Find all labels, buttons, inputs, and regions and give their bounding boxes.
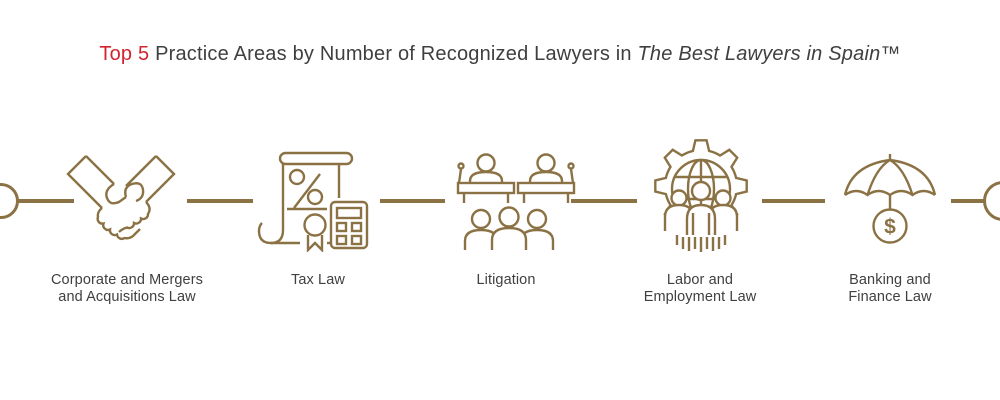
practice-area-label: Litigation — [476, 272, 536, 288]
page-title: Top 5 Practice Areas by Number of Recogn… — [0, 42, 1000, 66]
title-trademark: ™ — [880, 43, 901, 65]
banking-umbrella-dollar-icon: $ — [843, 154, 937, 244]
practice-area-label: Tax Law — [291, 272, 345, 288]
timeline-line-segment — [571, 199, 637, 203]
dollar-sign-glyph: $ — [884, 216, 896, 239]
timeline-end-circle-left — [0, 182, 19, 219]
labor-gear-globe-icon — [654, 139, 748, 252]
timeline-line-segment — [380, 199, 445, 203]
practice-area-label: Banking and Finance Law — [848, 272, 932, 305]
handshake-icon — [66, 155, 176, 241]
title-main: Practice Areas by Number of Recognized L… — [149, 43, 638, 65]
tax-scroll-calculator-icon — [257, 151, 369, 252]
practice-area-label: Corporate and Mergers and Acquisitions L… — [50, 272, 203, 305]
title-highlight: Top 5 — [99, 43, 150, 65]
timeline-line-segment — [762, 199, 825, 203]
timeline-line-segment — [951, 199, 986, 203]
timeline-line-segment — [18, 199, 74, 203]
litigation-podiums-icon — [456, 153, 576, 250]
practice-area-label: Labor and Employment Law — [643, 272, 757, 305]
timeline-line-segment — [187, 199, 253, 203]
title-publication-name: The Best Lawyers in Spain — [637, 43, 881, 65]
